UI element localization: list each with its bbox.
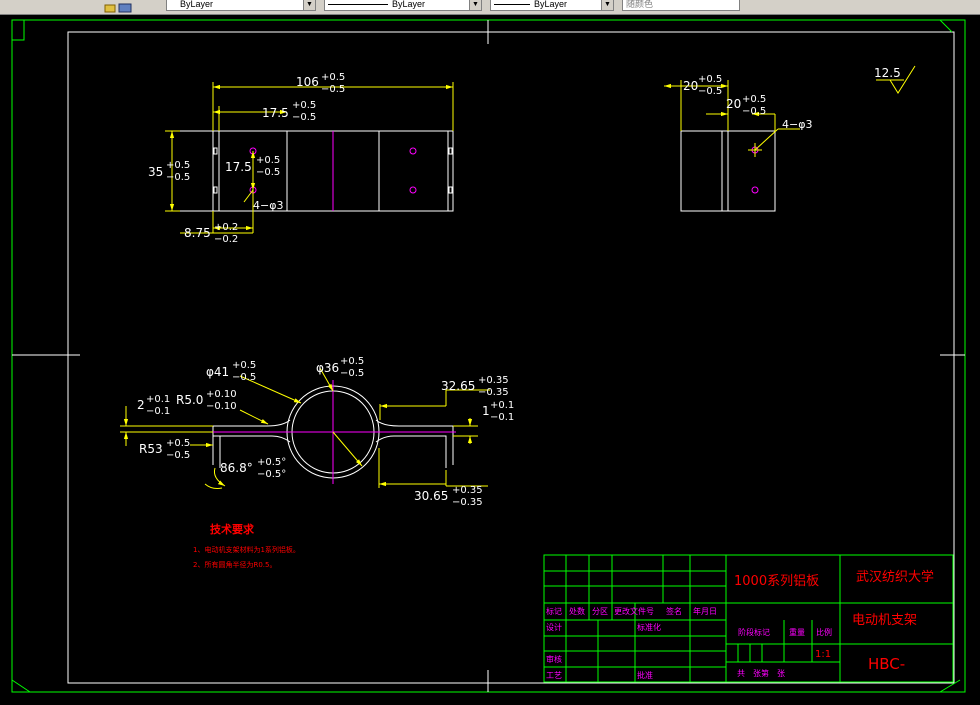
dim-r53: R53 — [139, 442, 163, 456]
tech-line-2: 2、所有圆角半径为R0.5。 — [193, 560, 276, 569]
dim-base-tol-dn: −0.35 — [452, 497, 483, 508]
dim-angle-tol-up: +0.5° — [257, 457, 286, 468]
dim-hole-x: 8.75 — [184, 226, 211, 240]
dim-r5: R5.0 — [176, 393, 203, 407]
tb-school: 武汉纺织大学 — [856, 569, 934, 585]
dim-t1-tol-dn: −0.1 — [490, 412, 514, 423]
dim-height: 35 — [148, 165, 163, 179]
drawing-canvas[interactable]: 106 +0.5 −0.5 17.5 +0.5 −0.5 35 +0.5 −0.… — [0, 14, 980, 705]
dim-id: φ36 — [316, 361, 339, 375]
dim-t2-tol-up: +0.1 — [146, 394, 170, 405]
dim-side-w2-tol-up: +0.5 — [742, 94, 766, 105]
dim-id-tol-dn: −0.5 — [340, 368, 364, 379]
tb-h-mark: 标记 — [546, 606, 562, 616]
tech-line-1: 1、电动机支架材料为1系列铝板。 — [193, 545, 300, 554]
dim-width-tol-up: +0.5 — [321, 72, 345, 83]
front-view — [171, 130, 454, 212]
dim-side-holes: 4−φ3 — [782, 118, 812, 131]
dim-height-tol-dn: −0.5 — [166, 172, 190, 183]
tb-h-stage: 阶段标记 — [738, 627, 770, 637]
dim-side-w1: 20 — [683, 79, 698, 93]
side-view — [680, 130, 776, 212]
dim-angle: 86.8° — [220, 461, 253, 475]
dim-side-w2: 20 — [726, 97, 741, 111]
tb-r-proc: 工艺 — [546, 671, 562, 680]
tb-material: 1000系列铝板 — [734, 574, 819, 589]
dim-id-tol-up: +0.5 — [340, 356, 364, 367]
tb-drawing-no: HBC- — [868, 655, 905, 673]
dim-height-tol-up: +0.5 — [166, 160, 190, 171]
dim-angle-tol-dn: −0.5° — [257, 469, 286, 480]
tb-h-date: 年月日 — [693, 606, 717, 616]
tb-r-approve: 批准 — [637, 670, 653, 680]
dim-hole-y-tol-dn: −0.5 — [256, 167, 280, 178]
dim-holes: 4−φ3 — [253, 199, 283, 212]
tb-h-zone: 分区 — [592, 607, 608, 616]
dim-flange: 32.65 — [441, 379, 475, 393]
tb-h-docno: 更改文件号 — [614, 606, 654, 616]
dim-flange-tol-up: +0.35 — [478, 375, 509, 386]
dim-inner-tol-up: +0.5 — [292, 100, 316, 111]
dim-r5-tol-up: +0.10 — [206, 389, 237, 400]
chevron-down-icon[interactable]: ▼ — [601, 0, 613, 10]
layer-tools-icon[interactable] — [104, 0, 132, 13]
dim-side-w1-tol-dn: −0.5 — [698, 86, 722, 97]
color-value: ByLayer — [180, 0, 214, 9]
chevron-down-icon[interactable]: ▼ — [303, 0, 315, 10]
roughness-value: 12.5 — [874, 66, 901, 80]
tb-scale: 1:1 — [815, 649, 831, 660]
tb-h-count: 处数 — [569, 606, 585, 616]
dim-od-tol-dn: −0.5 — [232, 372, 256, 383]
dim-r53-tol-up: +0.5 — [166, 438, 190, 449]
tb-part-name: 电动机支架 — [852, 613, 917, 628]
lineweight-dropdown[interactable]: ByLayer ▼ — [490, 0, 614, 11]
dim-hole-x-tol-dn: −0.2 — [214, 234, 238, 245]
plotstyle-value: 随颜色 — [626, 0, 654, 9]
dim-width-tol-dn: −0.5 — [321, 84, 345, 95]
tb-h-scale: 比例 — [816, 627, 832, 637]
lineweight-value: ByLayer — [534, 0, 568, 9]
dim-od: φ41 — [206, 365, 229, 379]
properties-toolbar: ByLayer ▼ ByLayer ▼ ByLayer ▼ 随颜色 — [0, 0, 980, 15]
tb-sheet: 共 张第 张 — [737, 668, 785, 678]
dim-inner-tol-dn: −0.5 — [292, 112, 316, 123]
dim-od-tol-up: +0.5 — [232, 360, 256, 371]
dim-inner: 17.5 — [262, 106, 289, 120]
dim-hole-y-tol-up: +0.5 — [256, 155, 280, 166]
dim-base: 30.65 — [414, 489, 448, 503]
dim-flange-tol-dn: −0.35 — [478, 387, 509, 398]
tb-h-weight: 重量 — [789, 627, 805, 637]
dim-width: 106 — [296, 75, 319, 89]
tb-r-design: 设计 — [546, 622, 562, 632]
dim-r53-tol-dn: −0.5 — [166, 450, 190, 461]
color-dropdown[interactable]: ByLayer ▼ — [166, 0, 316, 11]
tb-r-check: 审核 — [546, 654, 562, 664]
chevron-down-icon[interactable]: ▼ — [469, 0, 481, 10]
dim-t1-tol-up: +0.1 — [490, 400, 514, 411]
side-view-dimensions — [664, 80, 800, 151]
dim-t2: 2 — [137, 398, 145, 412]
linetype-dropdown[interactable]: ByLayer ▼ — [324, 0, 482, 11]
sheet-frame — [11, 19, 966, 693]
tb-r-std: 标准化 — [637, 622, 661, 632]
top-view-dimensions — [120, 367, 490, 489]
tb-h-sign: 签名 — [666, 606, 682, 616]
plotstyle-dropdown[interactable]: 随颜色 — [622, 0, 740, 11]
tech-title: 技术要求 — [210, 522, 255, 536]
dim-t2-tol-dn: −0.1 — [146, 406, 170, 417]
roughness-symbol: 12.5 — [874, 65, 916, 94]
dim-r5-tol-dn: −0.10 — [206, 401, 237, 412]
dim-hole-x-tol-up: +0.2 — [214, 222, 238, 233]
dim-t1: 1 — [482, 404, 490, 418]
dim-base-tol-up: +0.35 — [452, 485, 483, 496]
dim-side-w2-tol-dn: −0.5 — [742, 106, 766, 117]
title-block — [543, 554, 954, 683]
dim-hole-y: 17.5 — [225, 160, 252, 174]
dim-side-w1-tol-up: +0.5 — [698, 74, 722, 85]
linetype-value: ByLayer — [392, 0, 426, 9]
front-view-dimensions — [165, 82, 454, 234]
